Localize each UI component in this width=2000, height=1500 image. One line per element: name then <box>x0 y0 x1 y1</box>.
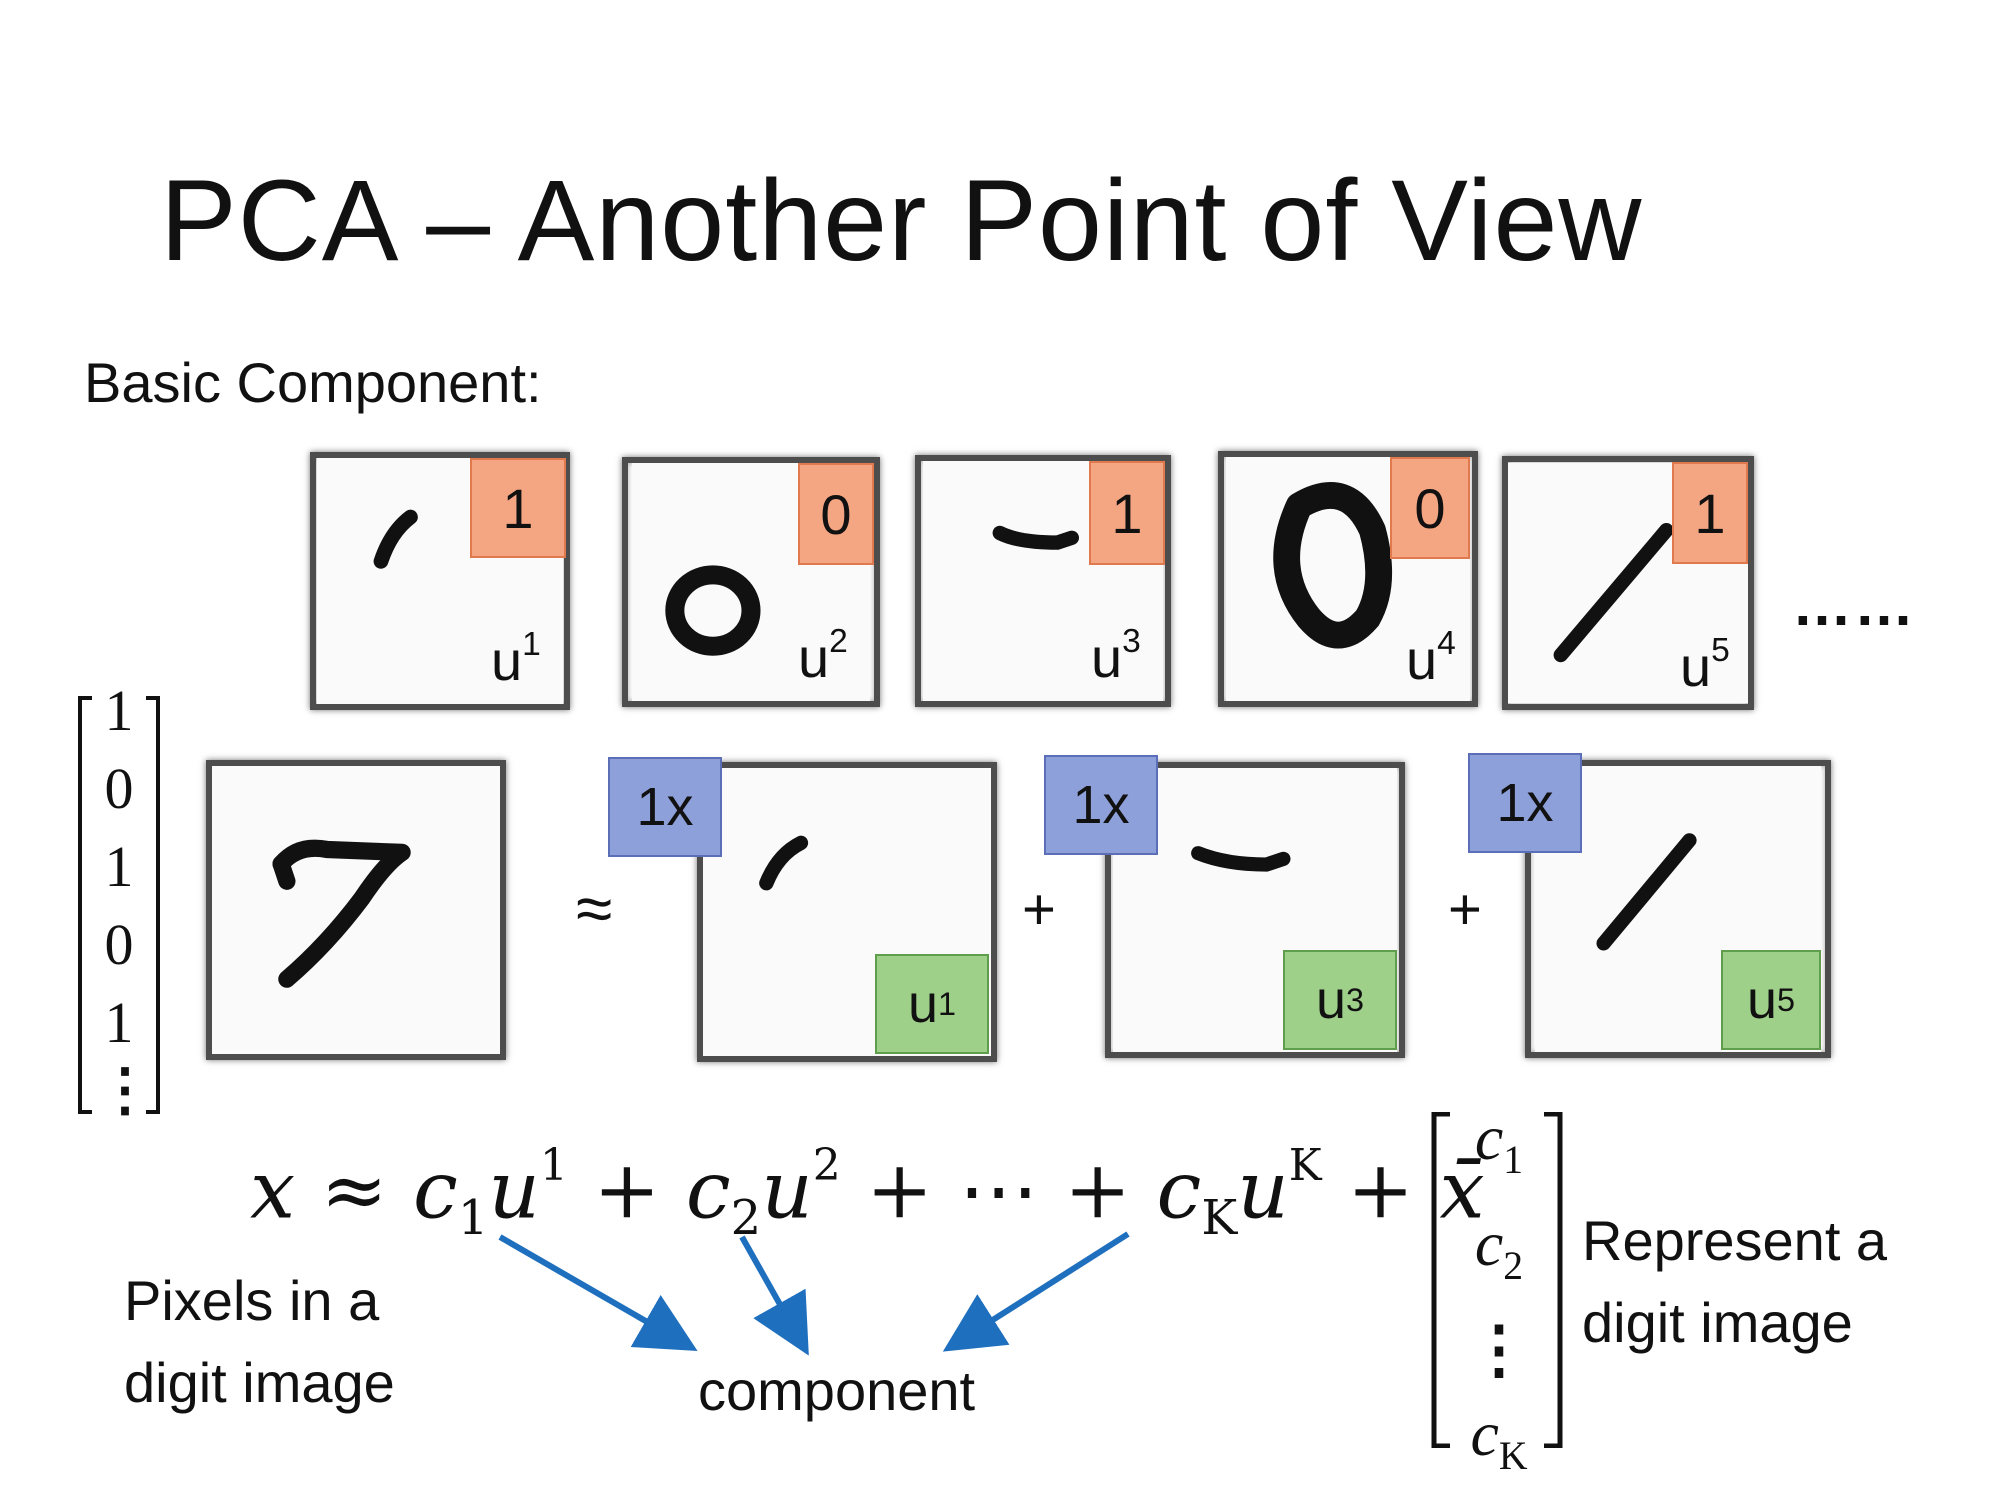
vector-entry: 0 <box>104 912 134 977</box>
coef-vector-bracket-icon <box>1431 1112 1563 1448</box>
basic-component-label: Basic Component: <box>84 351 542 414</box>
component-image-u3: 1 u3 <box>915 455 1171 707</box>
plus-symbol: + <box>1448 877 1482 942</box>
arrow-icon <box>942 1231 1130 1352</box>
approx-symbol: ≈ <box>576 871 613 945</box>
component-image-u4: 0 u4 <box>1218 451 1478 707</box>
vector-entry: 1 <box>104 834 134 899</box>
vector-entry: 0 <box>104 756 134 821</box>
component-label-u4: u4 <box>1406 625 1456 692</box>
component-image-u5: 1 u5 <box>1502 456 1754 710</box>
coef-entry: c2 <box>1474 1207 1524 1288</box>
tag-value: 1 <box>470 458 566 558</box>
coef-tag: 1x <box>608 757 722 857</box>
component-label-u3: u3 <box>1091 623 1141 690</box>
example-digit-image <box>206 760 506 1060</box>
component-label-u5: u5 <box>1680 632 1730 699</box>
more-ellipsis: …… <box>1792 571 1916 638</box>
pixels-caption: Pixels in a digit image <box>124 1269 395 1414</box>
tag-value: 0 <box>1390 457 1470 559</box>
tag-value: 1 <box>1672 462 1748 564</box>
component-label-u2: u2 <box>798 623 848 690</box>
arrow-icon <box>498 1234 698 1351</box>
component-caption: component <box>698 1359 976 1422</box>
slide-title: PCA – Another Point of View <box>160 157 1643 285</box>
column-vector-bracket-icon <box>78 696 160 1114</box>
coef-entry: cK <box>1470 1397 1528 1478</box>
plus-symbol: + <box>1022 877 1056 942</box>
coef-entry: ⋮ <box>1467 1313 1531 1385</box>
pca-formula: x ≈ c1u1 + c2u2 + ⋯ + cKuK + x̄ <box>250 1140 1485 1247</box>
coef-vector: c1 c2 ⋮ cK <box>1444 1096 1554 1498</box>
vector-entry: 1 <box>104 678 134 743</box>
coef-tag: 1x <box>1044 755 1158 855</box>
coef-tag: 1x <box>1468 753 1582 853</box>
coef-entry: c1 <box>1474 1102 1524 1182</box>
component-image-u1: 1 u1 <box>310 452 570 710</box>
tag-value: 1 <box>1089 461 1165 565</box>
digit-seven-icon <box>212 766 500 1054</box>
column-vector: 1 0 1 0 1 ⋮ <box>96 672 154 1119</box>
vector-entry: 1 <box>104 990 134 1055</box>
tag-value: 0 <box>798 463 874 565</box>
arrow-icon <box>739 1235 809 1356</box>
represent-caption: Represent a digit image <box>1582 1209 1888 1354</box>
component-label-u1: u1 <box>491 626 541 693</box>
component-image-u2: 0 u2 <box>622 457 880 707</box>
